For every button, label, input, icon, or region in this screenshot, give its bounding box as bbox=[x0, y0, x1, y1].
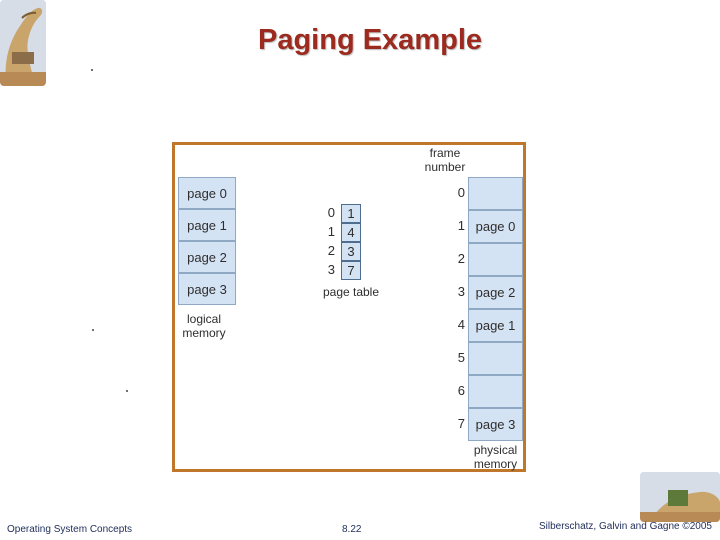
frame-number: 4 bbox=[457, 317, 465, 332]
frame-number: 5 bbox=[457, 350, 465, 365]
logical-memory-label: logical memory bbox=[182, 312, 226, 340]
page-table-index: 1 bbox=[327, 224, 335, 239]
page-table-frame-cell: 3 bbox=[341, 242, 361, 261]
physical-frame-cell bbox=[468, 177, 523, 210]
decorative-dot bbox=[126, 390, 128, 392]
physical-frame-cell: page 0 bbox=[468, 210, 523, 243]
physical-frame-cell bbox=[468, 375, 523, 408]
physical-frame-cell: page 3 bbox=[468, 408, 523, 441]
logical-page-cell: page 0 bbox=[178, 177, 236, 209]
logical-page-cell: page 2 bbox=[178, 241, 236, 273]
logical-page-cell: page 1 bbox=[178, 209, 236, 241]
dinosaur-logo-bottom-right bbox=[640, 472, 720, 522]
page-table-index: 2 bbox=[327, 243, 335, 258]
page-table-frame-cell: 4 bbox=[341, 223, 361, 242]
decorative-dot bbox=[91, 69, 93, 71]
physical-frame-cell: page 2 bbox=[468, 276, 523, 309]
page-table-index: 3 bbox=[327, 262, 335, 277]
frame-number: 7 bbox=[457, 416, 465, 431]
dinosaur-logo-top-left bbox=[0, 0, 46, 86]
footer-slide-number: 8.22 bbox=[342, 524, 362, 535]
physical-frame-cell: page 1 bbox=[468, 309, 523, 342]
physical-frame-cell bbox=[468, 342, 523, 375]
decorative-dot bbox=[92, 329, 94, 331]
footer-course-title: Operating System Concepts bbox=[7, 524, 133, 535]
page-table-frame-cell: 1 bbox=[341, 204, 361, 223]
frame-number-header: frame number bbox=[424, 146, 466, 174]
frame-number: 6 bbox=[457, 383, 465, 398]
frame-number: 3 bbox=[457, 284, 465, 299]
page-table-label: page table bbox=[322, 285, 380, 299]
physical-frame-cell bbox=[468, 243, 523, 276]
page-table-index: 0 bbox=[327, 205, 335, 220]
paging-diagram: page 0 page 1 page 2 page 3 logical memo… bbox=[172, 142, 526, 472]
slide-title: Paging Example bbox=[257, 24, 482, 56]
physical-memory-label: physical memory bbox=[473, 443, 518, 471]
logical-page-cell: page 3 bbox=[178, 273, 236, 305]
footer-copyright: Silberschatz, Galvin and Gagne ©2005 bbox=[538, 521, 712, 532]
frame-number: 2 bbox=[457, 251, 465, 266]
frame-number: 1 bbox=[457, 218, 465, 233]
page-table-frame-cell: 7 bbox=[341, 261, 361, 280]
frame-number: 0 bbox=[457, 185, 465, 200]
